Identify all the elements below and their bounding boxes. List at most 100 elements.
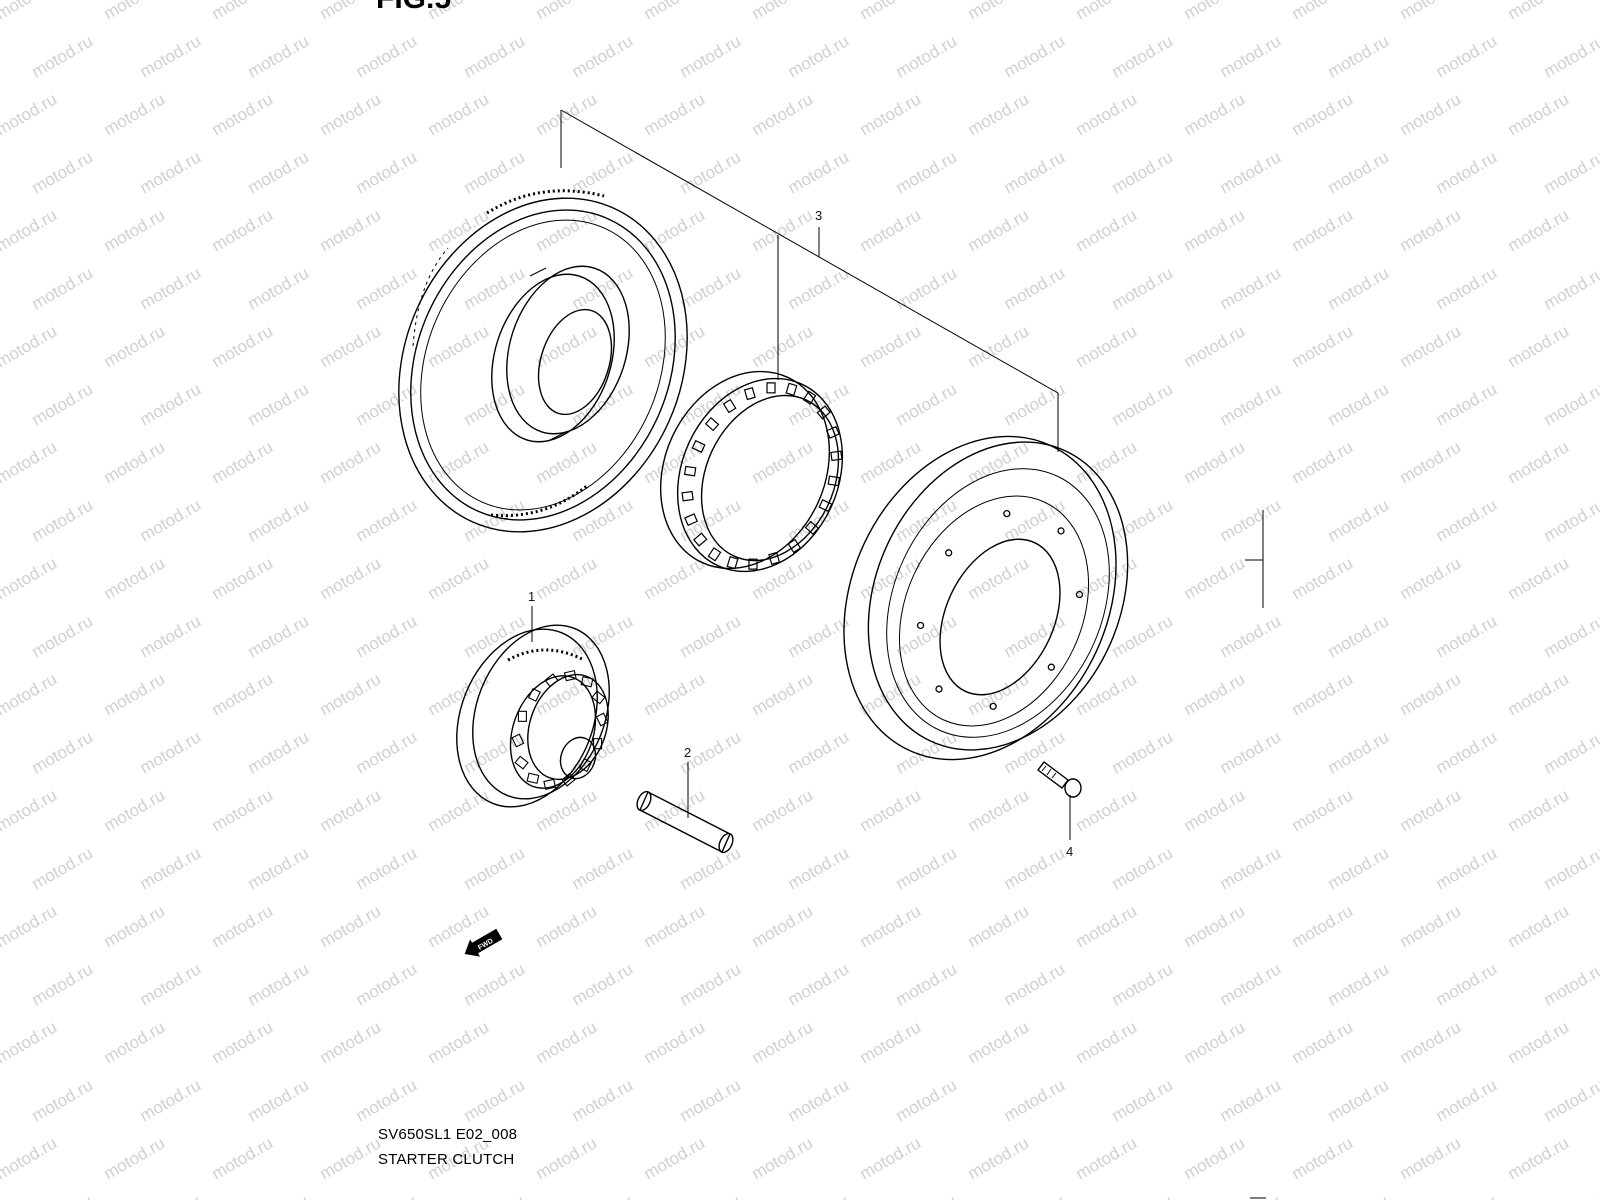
watermark-text: motod.ru — [1505, 321, 1573, 371]
watermark-text: motod.ru — [317, 89, 385, 139]
watermark-text: motod.ru — [569, 1191, 637, 1200]
watermark-text: motod.ru — [425, 669, 493, 719]
watermark-text: motod.ru — [29, 611, 97, 661]
watermark-text: motod.ru — [317, 901, 385, 951]
watermark-text: motod.ru — [353, 31, 421, 81]
watermark-text: motod.ru — [353, 1191, 421, 1200]
watermark-text: motod.ru — [137, 727, 205, 777]
watermark-text: motod.ru — [353, 147, 421, 197]
watermark-text: motod.ru — [1433, 843, 1501, 893]
watermark-text: motod.ru — [641, 1133, 709, 1183]
watermark-text: motod.ru — [1217, 1075, 1285, 1125]
bolt-hole — [945, 549, 953, 557]
watermark-text: motod.ru — [29, 263, 97, 313]
watermark-text: motod.ru — [137, 495, 205, 545]
watermark-text: motod.ru — [893, 263, 961, 313]
watermark-text: motod.ru — [209, 553, 277, 603]
watermark-text: motod.ru — [1541, 1191, 1600, 1200]
watermark-text: motod.ru — [965, 1017, 1033, 1067]
watermark-text: motod.ru — [965, 901, 1033, 951]
watermark-text: motod.ru — [533, 553, 601, 603]
watermark-text: motod.ru — [317, 553, 385, 603]
watermark-text: motod.ru — [893, 379, 961, 429]
watermark-text: motod.ru — [569, 959, 637, 1009]
watermark-text: motod.ru — [1505, 0, 1573, 23]
watermark-text: motod.ru — [1289, 437, 1357, 487]
watermark-text: motod.ru — [893, 1075, 961, 1125]
watermark-text: motod.ru — [1289, 553, 1357, 603]
watermark-text: motod.ru — [1181, 205, 1249, 255]
watermark-text: motod.ru — [461, 843, 529, 893]
watermark-text: motod.ru — [245, 495, 313, 545]
gear-tooth — [517, 710, 527, 722]
watermark-text: motod.ru — [1397, 785, 1465, 835]
watermark-text: motod.ru — [1433, 263, 1501, 313]
watermark-text: motod.ru — [1289, 1017, 1357, 1067]
watermark-text: motod.ru — [857, 1133, 925, 1183]
roller — [693, 532, 708, 547]
watermark-text: motod.ru — [857, 205, 925, 255]
watermark-text: motod.ru — [209, 901, 277, 951]
watermark-text: motod.ru — [1001, 263, 1069, 313]
caption-name: STARTER CLUTCH — [378, 1151, 515, 1168]
watermark-text: motod.ru — [749, 901, 817, 951]
watermark-text: motod.ru — [641, 321, 709, 371]
watermark-text: motod.ru — [1001, 611, 1069, 661]
watermark-text: motod.ru — [1433, 147, 1501, 197]
roller — [785, 382, 798, 396]
watermark-text: motod.ru — [1109, 379, 1177, 429]
watermark-text: motod.ru — [785, 31, 853, 81]
roller — [816, 405, 831, 420]
roller — [684, 513, 699, 527]
bolt-hole — [1047, 663, 1055, 671]
roller — [683, 465, 697, 477]
watermark-text: motod.ru — [1397, 901, 1465, 951]
watermark-text: motod.ru — [533, 89, 601, 139]
watermark-text: motod.ru — [1433, 959, 1501, 1009]
watermark-text: motod.ru — [1541, 727, 1600, 777]
watermark-text: motod.ru — [1073, 1133, 1141, 1183]
watermark-text: motod.ru — [1109, 31, 1177, 81]
watermark-text: motod.ru — [353, 263, 421, 313]
watermark-text: motod.ru — [1505, 437, 1573, 487]
watermark-text: motod.ru — [569, 843, 637, 893]
watermark-text: motod.ru — [677, 959, 745, 1009]
watermark-text: motod.ru — [461, 959, 529, 1009]
callout-4: 4 — [1066, 844, 1073, 859]
gear-tooth — [543, 778, 557, 791]
watermark-text: motod.ru — [1541, 147, 1600, 197]
watermark-text: motod.ru — [1325, 379, 1393, 429]
watermark-text: motod.ru — [1505, 89, 1573, 139]
gear-tooth — [511, 733, 525, 748]
watermark-text: motod.ru — [101, 437, 169, 487]
watermark-text: motod.ru — [1001, 843, 1069, 893]
watermark-text: motod.ru — [965, 1133, 1033, 1183]
watermark-text: motod.ru — [0, 321, 60, 371]
roller — [766, 382, 776, 394]
watermark-text: motod.ru — [1001, 1075, 1069, 1125]
watermark-text: motod.ru — [137, 1191, 205, 1200]
watermark-text: motod.ru — [425, 437, 493, 487]
watermark-text: motod.ru — [1073, 1017, 1141, 1067]
bolt-hole — [1075, 590, 1084, 599]
watermark-text: motod.ru — [893, 611, 961, 661]
watermark-text: motod.ru — [245, 147, 313, 197]
bolt-hole — [1003, 509, 1011, 518]
watermark-text: motod.ru — [1001, 1191, 1069, 1200]
watermark-text: motod.ru — [1433, 379, 1501, 429]
watermark-text: motod.ru — [245, 263, 313, 313]
watermark-text: motod.ru — [317, 1017, 385, 1067]
watermark-text: motod.ru — [1505, 901, 1573, 951]
watermark-text: motod.ru — [1181, 321, 1249, 371]
watermark-text: motod.ru — [857, 901, 925, 951]
watermark-text: motod.ru — [425, 1017, 493, 1067]
roller — [827, 475, 841, 487]
watermark-text: motod.ru — [245, 611, 313, 661]
watermark-text: motod.ru — [677, 1191, 745, 1200]
watermark-text: motod.ru — [209, 205, 277, 255]
watermark-text: motod.ru — [1109, 1191, 1177, 1200]
watermark-text: motod.ru — [641, 1017, 709, 1067]
watermark-text: motod.ru — [461, 379, 529, 429]
